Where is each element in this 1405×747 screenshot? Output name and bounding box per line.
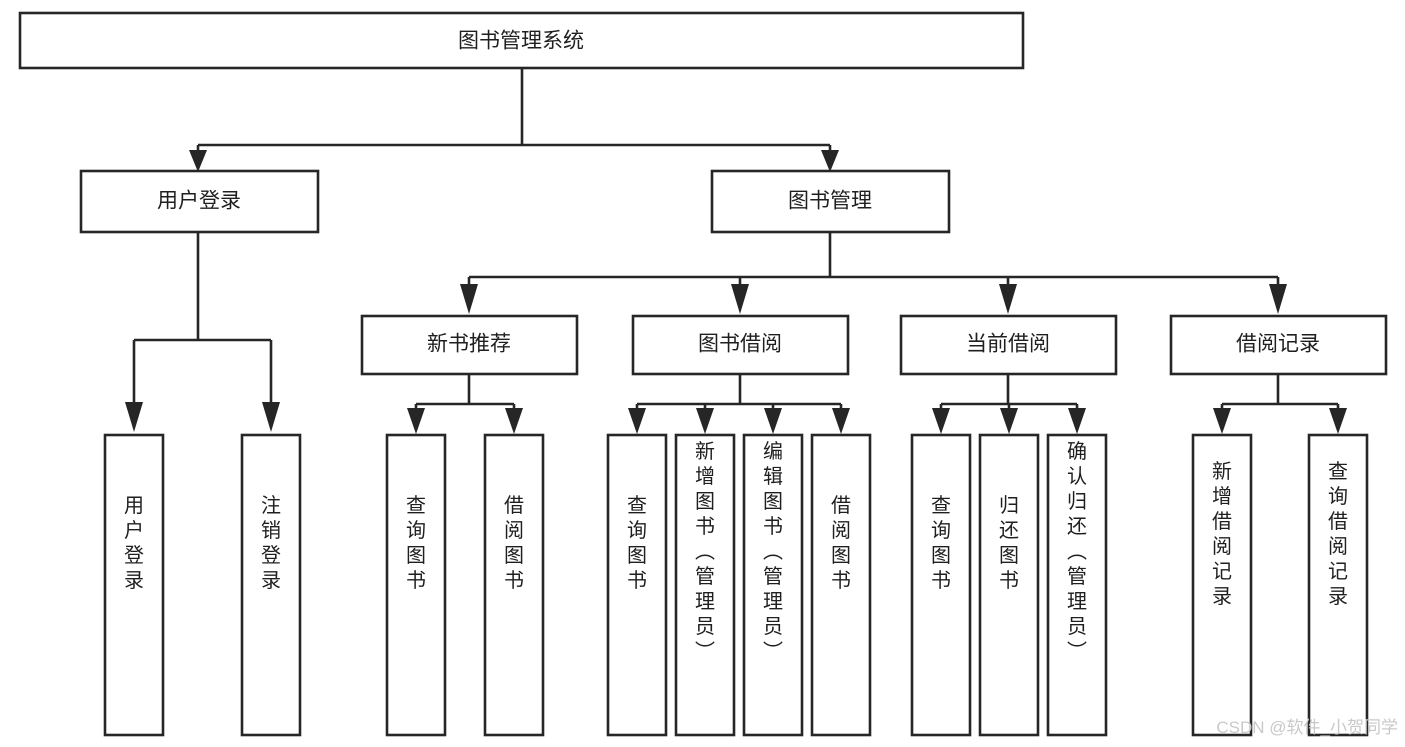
connector-group-record bbox=[1213, 374, 1347, 434]
arrow-head-leaf-query-record bbox=[1329, 408, 1347, 434]
node-bookmgmt-box[interactable] bbox=[710, 169, 951, 234]
connector-group-newbook bbox=[407, 374, 523, 434]
node-bookmgmt-label: 图书管理 bbox=[788, 190, 872, 213]
node-leaf-confirm-return-label: 确认归还︵管理员︶ bbox=[1067, 440, 1087, 663]
node-leaf-query-book-2-label: 查询图书 bbox=[627, 494, 647, 592]
node-root[interactable]: 图书管理系统 bbox=[18, 11, 1025, 70]
node-leaf-query-record[interactable]: 查询借阅记录 bbox=[1307, 433, 1369, 737]
node-leaf-borrow-book-2-label: 借阅图书 bbox=[831, 494, 851, 592]
node-leaf-return-book[interactable]: 归还图书 bbox=[978, 433, 1040, 737]
connector-group-bookmgmt bbox=[460, 232, 1287, 314]
arrow-head-newbook bbox=[460, 284, 478, 314]
arrow-head-current bbox=[999, 284, 1017, 314]
node-login[interactable]: 用户登录 bbox=[79, 169, 320, 234]
arrow-head-leaf-user-logout bbox=[262, 402, 280, 432]
node-login-box[interactable] bbox=[79, 169, 320, 234]
node-leaf-user-login-box[interactable] bbox=[103, 433, 165, 737]
arrow-head-bookmgmt bbox=[821, 150, 839, 172]
node-leaf-add-book-label: 新增图书︵管理员︶ bbox=[695, 440, 715, 663]
node-leaf-return-book-label: 归还图书 bbox=[999, 494, 1019, 592]
arrow-head-leaf-add-book bbox=[696, 408, 714, 434]
node-leaf-user-logout[interactable]: 注销登录 bbox=[240, 433, 302, 737]
node-login-label: 用户登录 bbox=[157, 190, 241, 213]
connector-group-root bbox=[189, 68, 839, 172]
node-leaf-query-book-2-box[interactable] bbox=[606, 433, 668, 737]
arrow-head-leaf-borrow-book-2 bbox=[832, 408, 850, 434]
arrow-head-leaf-return-book bbox=[1000, 408, 1018, 434]
node-root-label: 图书管理系统 bbox=[458, 30, 584, 53]
connector-group-borrow bbox=[628, 374, 850, 434]
node-record-box[interactable] bbox=[1169, 314, 1388, 376]
connector-group-current bbox=[932, 374, 1086, 434]
node-record[interactable]: 借阅记录 bbox=[1169, 314, 1388, 376]
node-leaf-edit-book-box[interactable] bbox=[742, 433, 804, 737]
node-newbook[interactable]: 新书推荐 bbox=[360, 314, 579, 376]
node-leaf-query-book-2[interactable]: 查询图书 bbox=[606, 433, 668, 737]
arrow-head-leaf-user-login bbox=[125, 402, 143, 432]
node-borrow-box[interactable] bbox=[631, 314, 850, 376]
watermark-text: CSDN @软件_小贺同学 bbox=[1216, 718, 1398, 737]
arrow-head-leaf-query-book-2 bbox=[628, 408, 646, 434]
node-leaf-user-login-label: 用户登录 bbox=[124, 495, 144, 592]
node-newbook-box[interactable] bbox=[360, 314, 579, 376]
arrow-head-login bbox=[189, 150, 207, 172]
node-leaf-return-book-box[interactable] bbox=[978, 433, 1040, 737]
node-current-label: 当前借阅 bbox=[966, 333, 1050, 356]
node-leaf-query-record-box[interactable] bbox=[1307, 433, 1369, 737]
arrow-head-leaf-confirm-return bbox=[1068, 408, 1086, 434]
node-current-box[interactable] bbox=[899, 314, 1118, 376]
node-leaf-add-book[interactable]: 新增图书︵管理员︶ bbox=[674, 433, 736, 737]
node-leaf-query-book-1-box[interactable] bbox=[385, 433, 447, 737]
node-bookmgmt[interactable]: 图书管理 bbox=[710, 169, 951, 234]
arrow-head-leaf-add-record bbox=[1213, 408, 1231, 434]
node-leaf-borrow-book-1[interactable]: 借阅图书 bbox=[483, 433, 545, 737]
arrow-head-leaf-query-book-1 bbox=[407, 408, 425, 434]
node-leaf-add-record-label: 新增借阅记录 bbox=[1212, 460, 1232, 608]
node-leaf-query-book-3[interactable]: 查询图书 bbox=[910, 433, 972, 737]
arrow-head-leaf-edit-book bbox=[764, 408, 782, 434]
node-record-label: 借阅记录 bbox=[1236, 333, 1320, 356]
node-leaf-confirm-return[interactable]: 确认归还︵管理员︶ bbox=[1046, 433, 1108, 737]
node-leaf-query-book-1[interactable]: 查询图书 bbox=[385, 433, 447, 737]
arrow-head-leaf-query-book-3 bbox=[932, 408, 950, 434]
node-leaf-user-logout-label: 注销登录 bbox=[261, 494, 281, 592]
node-leaf-borrow-book-2-box[interactable] bbox=[810, 433, 872, 737]
node-borrow-label: 图书借阅 bbox=[698, 333, 782, 356]
node-leaf-borrow-book-1-label: 借阅图书 bbox=[504, 494, 524, 592]
node-leaf-user-logout-box[interactable] bbox=[240, 433, 302, 737]
node-leaf-edit-book[interactable]: 编辑图书︵管理员︶ bbox=[742, 433, 804, 737]
node-leaf-query-book-1-label: 查询图书 bbox=[406, 494, 426, 592]
node-leaf-add-book-box[interactable] bbox=[674, 433, 736, 737]
node-leaf-borrow-book-2[interactable]: 借阅图书 bbox=[810, 433, 872, 737]
node-root-box[interactable] bbox=[18, 11, 1025, 70]
node-leaf-add-record-box[interactable] bbox=[1191, 433, 1253, 737]
node-leaf-query-book-3-label: 查询图书 bbox=[931, 494, 951, 592]
node-leaf-confirm-return-box[interactable] bbox=[1046, 433, 1108, 737]
arrow-head-record bbox=[1269, 284, 1287, 314]
node-leaf-edit-book-label: 编辑图书︵管理员︶ bbox=[763, 440, 783, 663]
node-leaf-query-record-label: 查询借阅记录 bbox=[1328, 460, 1348, 608]
node-leaf-user-login[interactable]: 用户登录 bbox=[103, 433, 165, 737]
node-leaf-borrow-book-1-box[interactable] bbox=[483, 433, 545, 737]
node-current[interactable]: 当前借阅 bbox=[899, 314, 1118, 376]
node-leaf-add-record[interactable]: 新增借阅记录 bbox=[1191, 433, 1253, 737]
arrow-head-borrow bbox=[731, 284, 749, 314]
node-borrow[interactable]: 图书借阅 bbox=[631, 314, 850, 376]
node-newbook-label: 新书推荐 bbox=[427, 333, 511, 356]
connector-group-login bbox=[125, 232, 280, 432]
arrow-head-leaf-borrow-book-1 bbox=[505, 408, 523, 434]
node-leaf-query-book-3-box[interactable] bbox=[910, 433, 972, 737]
